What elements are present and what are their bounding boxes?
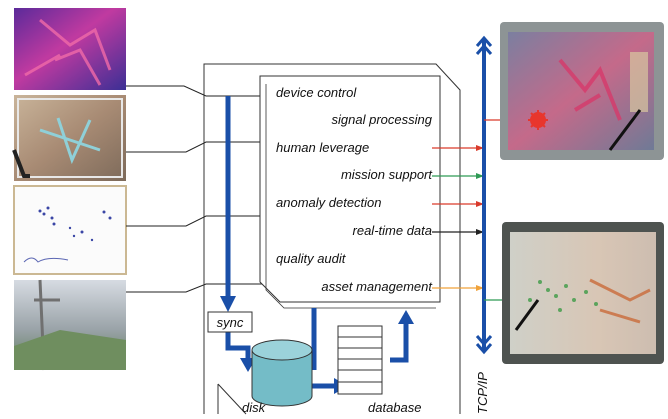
street-photo-image (14, 279, 126, 371)
module-bus-arrowheads (476, 145, 484, 291)
module-panel-shadow (265, 84, 436, 309)
laser-pointer-icon (528, 110, 548, 130)
frame-notch (217, 383, 247, 415)
module-bus-lines (432, 147, 484, 289)
system-frame (203, 63, 461, 414)
tablet-display-top (500, 22, 664, 160)
disk-label: disk (242, 400, 267, 415)
tcpip-bus (475, 35, 493, 355)
module-label-7: asset management (321, 279, 433, 294)
module-label-3: mission support (341, 167, 433, 182)
module-labels: device control signal processing human lev… (276, 85, 433, 294)
tablet-display-bottom (502, 222, 664, 364)
sync-flow-arrow (220, 96, 236, 312)
input-connectors (126, 85, 262, 293)
module-label-2: human leverage (276, 140, 369, 155)
module-label-1: signal processing (332, 112, 433, 127)
database-stack (337, 325, 383, 395)
module-panel (259, 75, 441, 303)
module-label-0: device control (276, 85, 357, 100)
module-label-5: real-time data (353, 223, 432, 238)
database-label: database (368, 400, 422, 415)
sync-box (207, 311, 253, 333)
sync-label: sync (217, 315, 244, 330)
bus-label: TCP/IP (475, 372, 490, 414)
thermal-image (14, 8, 126, 90)
aerial-photo-image (12, 95, 126, 181)
sparse-points-image (13, 185, 127, 275)
module-label-6: quality audit (276, 251, 347, 266)
disk-cylinder (251, 339, 313, 407)
module-label-4: anomaly detection (276, 195, 382, 210)
